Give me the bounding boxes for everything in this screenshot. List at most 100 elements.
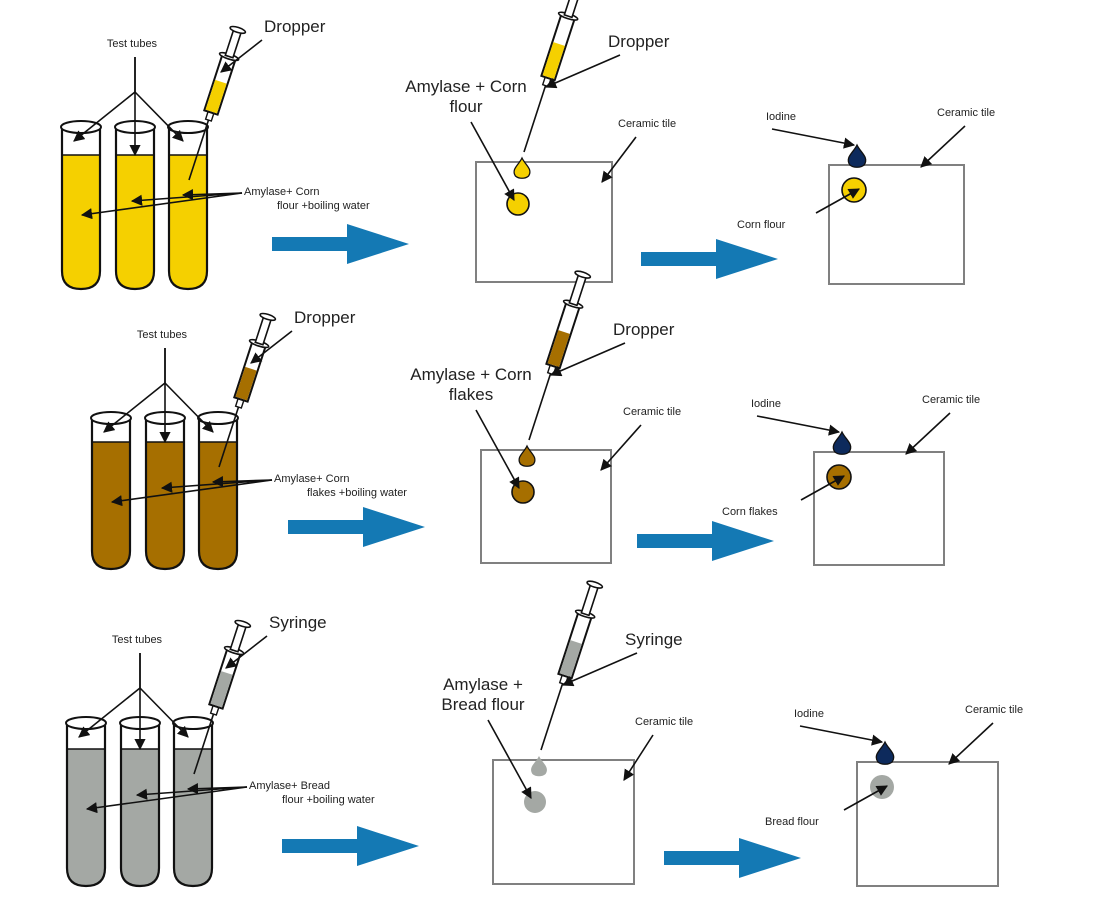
needle [188,119,210,181]
syringe-liquid [235,366,257,401]
sample-spot [506,192,530,216]
tube-outline [90,418,132,571]
plunger-thumb [229,25,247,35]
dropper-label: Dropper [613,320,675,339]
sample-spot [841,177,867,203]
pointer-arrow [623,734,654,781]
test-tube [90,411,132,571]
pointer-arrow [110,479,273,507]
mixture-label-line1: Amylase+ Bread [249,780,330,792]
pointer-arrow [164,382,214,433]
tube-outline [197,418,239,571]
pointer-arrow [905,412,951,455]
pointer-arrow [220,39,263,73]
pointer-arrow [544,54,621,89]
process-flow-arrow-icon [288,507,425,547]
drop-icon [531,756,547,777]
needle [540,683,564,751]
syringe-liquid [205,79,227,114]
syringe-liquid [542,42,565,79]
test-tube [114,120,156,291]
ceramic-tile-label: Ceramic tile [965,704,1023,716]
pointer-arrow [487,719,532,799]
tube-outline [167,127,209,291]
pointer-arrow [561,652,638,687]
tube-liquid [174,749,212,886]
tube-liquid [146,442,184,569]
sample-label: Bread flour [765,816,819,828]
test-tube [65,716,107,888]
pointer-arrow [85,786,248,814]
needle [523,85,547,153]
process-flow-arrow-icon [282,826,419,866]
syringe-icon [540,580,604,751]
pointer-arrow [134,91,184,142]
pointer-arrow [73,91,136,142]
ceramic-tile-label: Ceramic tile [635,716,693,728]
tube-outline [172,723,214,888]
pointer-arrow [815,188,860,214]
mixture-label-line1: Amylase+ Corn [274,473,350,485]
mixture-label-line1: Amylase+ Corn [244,186,320,198]
iodine-label: Iodine [794,708,824,720]
pointer-arrow [250,330,293,364]
pointer-arrow [920,125,966,168]
sample-label-line1: Amylase + Corn [405,77,526,96]
dropper-label: Dropper [264,17,326,36]
iodine-drop-icon [832,430,852,455]
pointer-arrow [470,121,515,201]
syringe-liquid [559,640,582,677]
test-tubes-label: Test tubes [137,329,188,341]
drop-icon [513,156,531,179]
drop-icon [518,444,536,467]
pointer-arrow [103,382,166,433]
sample-spot [524,791,546,813]
pointer-arrow [843,785,888,811]
tube-liquid [169,155,207,289]
test-tube [167,120,209,291]
tube-liquid [67,749,105,886]
ceramic-tile-label: Ceramic tile [937,107,995,119]
ceramic-tile [480,449,612,564]
ceramic-tile [492,759,635,885]
iodine-drop-icon [847,143,867,168]
sample-label-line1: Amylase + [443,675,523,694]
mixture-label-line2: flakes +boiling water [307,487,407,499]
tube-outline [65,723,107,888]
pointer-arrow [601,136,637,183]
sample-spot [511,480,535,504]
dropper-label: Dropper [608,32,670,51]
pointer-arrow [475,409,520,489]
pointer-arrow [600,424,642,471]
test-tubes-label: Test tubes [107,38,158,50]
pointer-arrow [130,192,243,206]
mixture-label-line2: flour +boiling water [277,200,370,212]
pointer-arrow [948,722,994,765]
pointer-arrow [771,128,856,149]
tube-outline [60,127,102,291]
pointer-arrow [756,415,841,436]
tube-rim [65,716,107,730]
iodine-drop-icon [875,740,895,765]
pointer-arrow [80,192,243,220]
syringe-liquid [210,671,233,708]
ceramic-tile-label: Ceramic tile [623,406,681,418]
process-flow-arrow-icon [641,239,778,279]
pointer-arrow [139,687,189,738]
ceramic-tile-label: Ceramic tile [618,118,676,130]
dropper-label: Syringe [269,613,327,632]
sample-label-line2: Bread flour [441,695,524,714]
pointer-arrow [800,475,845,501]
test-tube [119,716,161,888]
tube-liquid [62,155,100,289]
